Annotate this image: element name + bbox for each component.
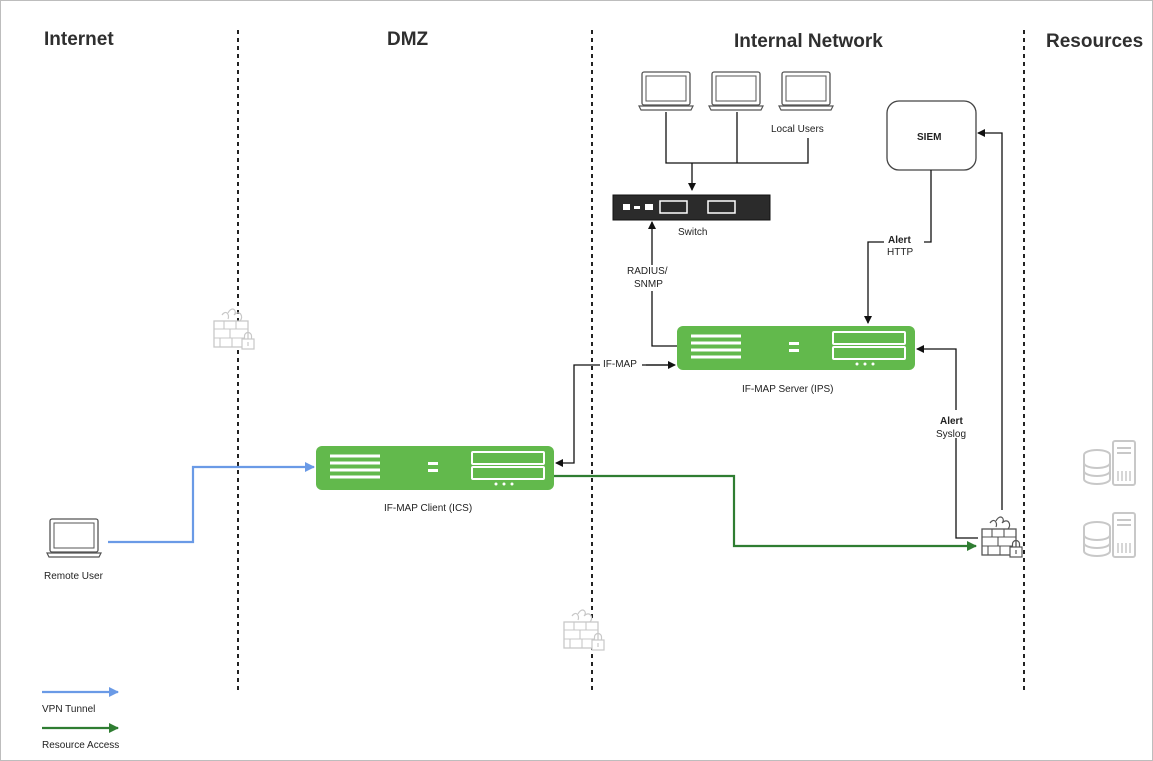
zone-title-internal: Internal Network xyxy=(734,31,883,52)
server-icon xyxy=(1083,440,1136,486)
alert-http-label-bold: Alert xyxy=(888,235,911,246)
laptop-icon xyxy=(778,71,834,111)
database-icon xyxy=(1083,512,1136,558)
ifmap-server-label: IF-MAP Server (IPS) xyxy=(742,384,834,395)
laptop-icon xyxy=(638,71,694,111)
zone-title-dmz: DMZ xyxy=(387,29,429,50)
radius-label-line2: SNMP xyxy=(634,279,663,290)
ifmap-client-appliance xyxy=(314,444,556,492)
firewall-icon xyxy=(981,516,1023,558)
zone-title-resources: Resources xyxy=(1046,31,1143,52)
firewall-to-siem-arrow xyxy=(977,129,1003,510)
alert-syslog-arrow xyxy=(916,345,978,539)
ifmap-server-appliance xyxy=(675,324,917,372)
switch-label: Switch xyxy=(678,227,707,238)
laptop-icon xyxy=(708,71,764,111)
legend-vpn-label: VPN Tunnel xyxy=(42,704,95,715)
radius-label-line1: RADIUS/ xyxy=(627,266,668,277)
ifmap-client-label: IF-MAP Client (ICS) xyxy=(384,503,472,514)
alert-syslog-label: Syslog xyxy=(936,429,966,440)
switch-icon xyxy=(612,194,771,221)
ifmap-arrow xyxy=(555,364,672,467)
remote-user-label: Remote User xyxy=(44,571,104,582)
legend-resource-label: Resource Access xyxy=(42,740,119,751)
vpn-tunnel-path xyxy=(108,462,315,544)
laptop-icon xyxy=(46,518,102,558)
siem-label: SIEM xyxy=(917,132,941,143)
alert-http-label: HTTP xyxy=(887,247,913,258)
radius-snmp-arrow xyxy=(648,221,678,347)
ifmap-label: IF-MAP xyxy=(603,359,637,370)
local-users-label: Local Users xyxy=(771,124,824,135)
firewall-icon xyxy=(213,308,255,350)
alert-syslog-label-bold: Alert xyxy=(940,416,963,427)
zone-title-internet: Internet xyxy=(44,29,114,50)
firewall-icon xyxy=(563,609,605,651)
resource-access-path xyxy=(554,474,977,551)
